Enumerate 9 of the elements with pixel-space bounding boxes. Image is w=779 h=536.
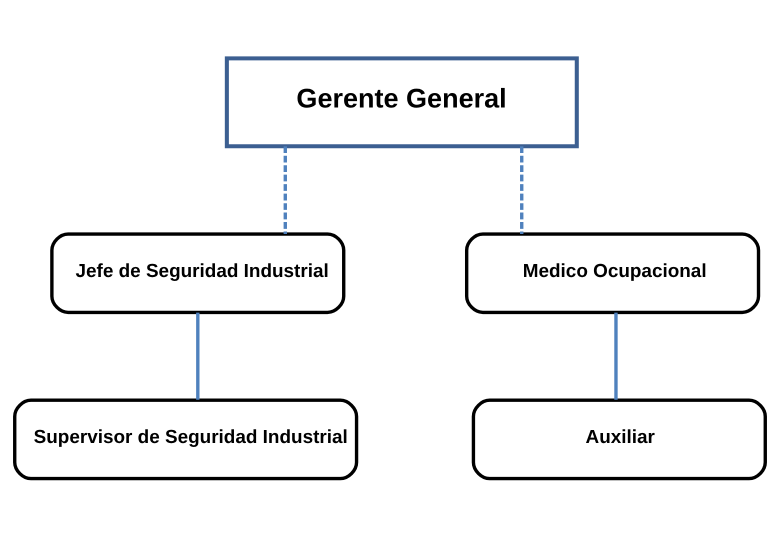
node-box: Supervisor de Seguridad Industrial <box>12 398 358 480</box>
node-box: Gerente General <box>224 56 578 148</box>
node-box: Medico Ocupacional <box>464 232 760 314</box>
connector <box>614 312 618 400</box>
node-box: Jefe de Seguridad Industrial <box>50 232 345 314</box>
connector <box>520 146 523 234</box>
connector <box>283 146 286 234</box>
node-box: Auxiliar <box>471 398 766 480</box>
connector <box>196 312 199 400</box>
